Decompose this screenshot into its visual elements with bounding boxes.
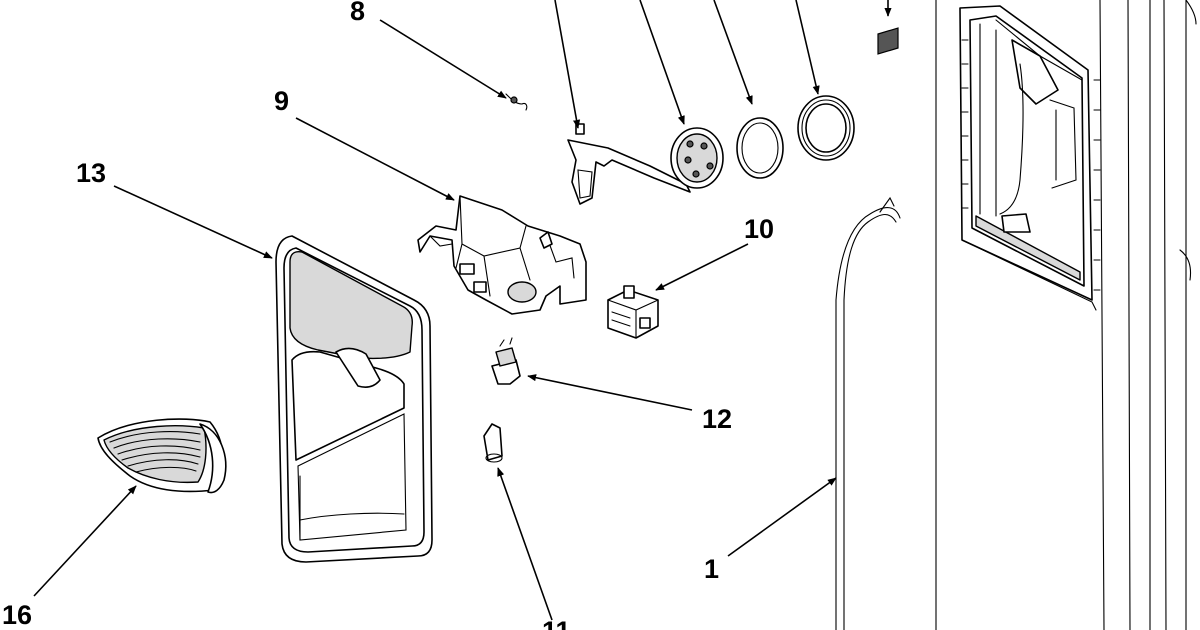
callout-16: 16: [2, 600, 32, 630]
part-8-clip: [505, 93, 528, 111]
callout-labels: 8 9 13 10 12 1 16 11: [2, 0, 774, 630]
callout-10: 10: [744, 214, 774, 244]
part-11-plug: [483, 423, 503, 463]
callout-11: 11: [542, 616, 571, 630]
part-lens-disc: [736, 117, 784, 179]
part-1-water-tube: [835, 196, 901, 630]
part-13-dispenser-panel: [275, 235, 433, 563]
callout-1: 1: [704, 554, 719, 584]
callout-9: 9: [274, 86, 289, 116]
part-ring: [797, 95, 855, 161]
part-16-tray: [97, 418, 227, 494]
callout-13: 13: [76, 158, 106, 188]
part-square-pad: [877, 27, 899, 55]
part-lever-arm: [567, 123, 691, 205]
part-switch-disc: [670, 127, 724, 189]
part-10-solenoid: [607, 285, 659, 339]
part-9-bracket: [417, 195, 587, 315]
callout-12: 12: [702, 404, 732, 434]
callout-8: 8: [350, 0, 365, 26]
part-12-knob: [491, 337, 521, 385]
leader-lines: [33, 0, 892, 621]
door-liner: [935, 0, 1197, 630]
